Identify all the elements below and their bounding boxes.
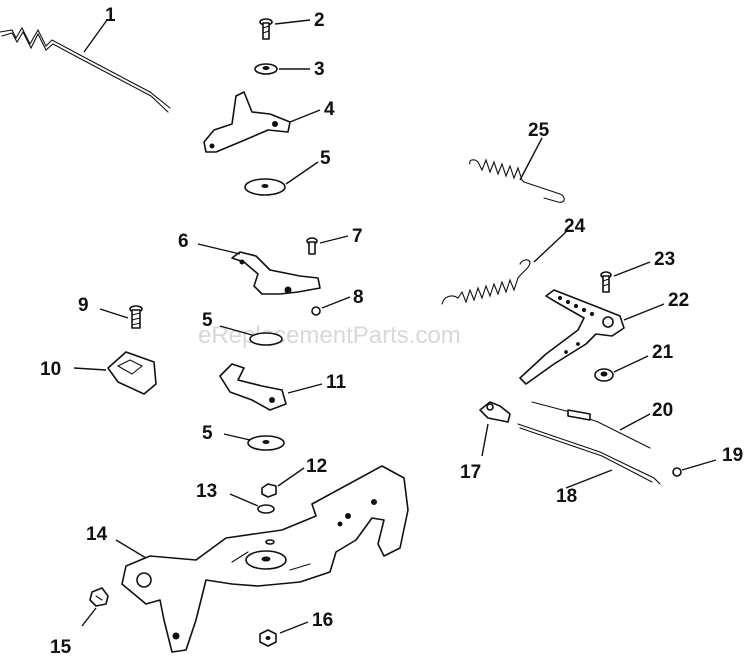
part-1-governor-rod: 1 [0, 5, 171, 113]
leader-9 [99, 308, 129, 319]
part-22-lever-plate: 22 [519, 289, 689, 385]
leader-19 [681, 459, 717, 471]
callout-15: 15 [50, 637, 72, 658]
leader-15 [81, 607, 97, 627]
part-17-clip: 17 [460, 401, 511, 483]
part-18-rod: 18 [517, 423, 661, 507]
leader-25 [519, 137, 543, 181]
part-8-nut: 8 [311, 287, 364, 316]
leader-1 [83, 19, 108, 53]
callout-5c: 5 [202, 423, 213, 444]
part-11-lever: 11 [219, 363, 347, 411]
leader-7 [319, 235, 349, 244]
callout-10: 10 [40, 359, 61, 380]
callout-7: 7 [352, 226, 363, 247]
leader-18 [565, 469, 613, 489]
callout-12: 12 [306, 456, 327, 477]
leader-17 [481, 423, 489, 457]
callout-22: 22 [668, 290, 689, 311]
callout-5a: 5 [320, 148, 331, 169]
callout-3: 3 [314, 59, 325, 80]
leader-2 [274, 19, 311, 25]
leader-5b [219, 325, 253, 336]
part-16-nut: 16 [259, 610, 333, 647]
part-5-washer-middle: 5 [202, 310, 283, 346]
callout-23: 23 [654, 249, 675, 270]
watermark: eReplacementParts.com [198, 322, 461, 349]
leader-6 [197, 243, 241, 255]
part-6-lever: 6 [178, 231, 321, 295]
part-2-screw: 2 [259, 10, 325, 40]
callout-19: 19 [722, 445, 743, 466]
part-10-block: 10 [40, 351, 157, 395]
callout-20: 20 [652, 400, 673, 421]
part-19-nut: 19 [672, 445, 743, 477]
callout-6: 6 [178, 231, 189, 252]
callout-14: 14 [86, 524, 108, 545]
callout-16: 16 [312, 610, 333, 631]
part-15-screw: 15 [50, 587, 109, 658]
part-12-nut: 12 [261, 456, 327, 498]
part-3-washer: 3 [254, 59, 325, 80]
leader-5a [285, 161, 319, 185]
part-7-screw: 7 [306, 226, 363, 255]
leader-13 [229, 493, 259, 507]
leader-11 [287, 383, 323, 394]
leader-16 [279, 621, 309, 634]
callout-4: 4 [324, 99, 335, 120]
leader-21 [613, 355, 649, 373]
callout-1: 1 [105, 5, 116, 26]
callout-24: 24 [564, 216, 586, 237]
leader-24 [533, 231, 567, 263]
callout-17: 17 [460, 462, 481, 483]
part-13-washer: 13 [196, 481, 275, 514]
leader-23 [613, 261, 651, 277]
leader-14 [115, 539, 147, 559]
callout-25: 25 [528, 120, 550, 141]
callout-9: 9 [78, 295, 89, 316]
callout-2: 2 [314, 10, 325, 31]
part-4-lever: 4 [203, 91, 335, 153]
callout-13: 13 [196, 481, 217, 502]
part-24-spring: 24 [441, 216, 586, 305]
leader-10 [73, 367, 107, 371]
callout-21: 21 [652, 342, 674, 363]
leader-22 [623, 303, 665, 321]
part-23-screw: 23 [600, 249, 675, 293]
part-25-spring: 25 [469, 120, 565, 203]
callout-18: 18 [556, 486, 577, 507]
part-14-control-bracket: 14 [86, 465, 409, 653]
leader-4 [289, 109, 321, 123]
part-9-bolt: 9 [78, 295, 143, 329]
callout-5b: 5 [202, 310, 213, 331]
part-20-spring-link: 20 [531, 400, 673, 449]
callout-11: 11 [326, 372, 347, 393]
leader-8 [321, 296, 351, 309]
leader-20 [619, 413, 651, 431]
part-5-washer-top: 5 [244, 148, 331, 196]
callout-8: 8 [353, 287, 364, 308]
leader-12 [277, 467, 305, 487]
part-5-washer-bottom: 5 [202, 423, 285, 451]
part-21-nut: 21 [594, 342, 674, 382]
leader-5c [223, 433, 251, 441]
